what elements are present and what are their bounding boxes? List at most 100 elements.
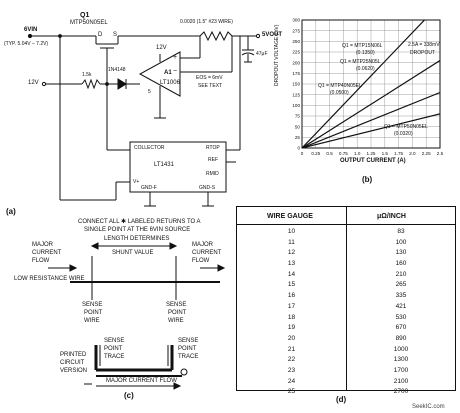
resistance-cell: 100 [395,238,407,246]
resistance-cell: 160 [395,260,407,268]
amp-plus: + [173,54,178,61]
gauge-cell: 23 [287,366,296,374]
annot-15n06l: Q1 = MTP15N06L [342,43,383,49]
major-flow-right-3: FLOW [192,258,210,264]
table-row: 14 210 [237,271,455,282]
y-tick-label: 25 [295,135,301,140]
series-line [302,91,440,148]
plot-frame [301,19,441,149]
gauge-cell: 19 [287,324,296,332]
ref-label: REF [208,157,218,163]
y-tick-label: 100 [292,103,300,108]
table-row: 11 100 [237,239,455,250]
gndf-label: GND-F [141,185,157,191]
rtop-label: RTOP [206,145,220,151]
annot-40n05el-ohm: (0.0500) [330,90,349,96]
table-row: 17 421 [237,303,455,314]
gauge-cell: 12 [287,249,296,257]
collector-label: COLLECTOR [134,145,165,151]
return-note-1: CONNECT ALL ✱ LABELED RETURNS TO A [78,219,201,225]
gauge-cell: 13 [287,260,296,268]
pcb-label-2: CIRCUIT [60,360,85,366]
gauge-cell: 18 [287,313,296,321]
q1-part: MTP50N05EL [70,20,108,26]
y-tick-label: 225 [292,50,300,55]
resistance-cell: 130 [395,249,407,257]
series-line [302,20,426,148]
trace-left-2: POINT [104,346,123,352]
sense-right-1: SENSE [166,302,187,308]
chart-xlabel: OUTPUT CURRENT (A) [340,158,406,164]
vplus-label: V+ [133,179,140,185]
major-flow-right-2: CURRENT [192,250,222,256]
resistance-cell: 210 [395,270,407,278]
resistance-cell: 530 [395,313,407,321]
y-tick-label: 50 [295,124,301,129]
gauge-cell: 17 [287,302,296,310]
annot-dropout: DROPOUT [410,50,435,56]
panel-d-label: (d) [336,395,347,404]
gauge-cell: 11 [288,238,295,246]
annot-50n05el: Q1 = MTP50N05EL [384,124,428,130]
table-column-rule [346,207,347,390]
y-tick-label: 125 [292,92,300,97]
table-row: 16 335 [237,292,455,303]
x-tick-label: 2.0 [409,151,416,156]
gnds-label: GND-S [199,185,216,191]
pcb-label-1: PRINTED [60,352,87,358]
vout-label: 5VOUT [262,32,283,38]
gate-12v: 12V [28,80,39,86]
trace-right-2: POINT [178,346,197,352]
header-wire-gauge: WIRE GAUGE [267,213,313,220]
resistance-cell: 335 [395,292,407,300]
major-flow-left-2: CURRENT [32,250,62,256]
resistance-cell: 2700 [393,388,409,396]
diode-label: 1N4148 [108,67,126,73]
major-flow-left-1: MAJOR [32,242,53,248]
amp-supply-12v: 12V [156,45,167,51]
gauge-cell: 16 [287,292,296,300]
x-tick-label: 0 [301,151,304,156]
vin-range: (TYP. 5.04V – 7.2V) [4,41,49,47]
length-note-1: LENGTH DETERMINES [104,236,170,242]
y-tick-label: 275 [292,28,300,33]
resistance-cell: 1000 [393,345,409,353]
cap-label: 47μF [256,51,268,57]
sense-right-3: WIRE [168,318,184,324]
sense-right-2: POINT [168,310,187,316]
trace-left-3: TRACE [104,354,125,360]
annot-15n06l-ohm: (0.1350) [356,50,375,56]
amp-minus: − [173,68,178,75]
resistance-cell: 421 [395,302,407,310]
panel-b-label: (b) [362,175,373,184]
x-tick-label: 0.25 [311,151,320,156]
resistance-cell: 1300 [393,356,409,364]
length-note-2: SHUNT VALUE [112,250,154,256]
y-tick-label: 150 [292,82,300,87]
eos-label: EOS = 6mV [196,75,223,81]
trace-right-3: TRACE [178,354,199,360]
x-tick-label: 0.5 [326,151,333,156]
table-row: 18 530 [237,314,455,325]
resistance-cell: 265 [395,281,407,289]
see-text-label: SEE TEXT [198,83,223,89]
amp-pin-5: 5 [148,89,151,95]
major-flow-right-1: MAJOR [192,242,213,248]
low-resistance-label: LOW RESISTANCE WIRE [14,276,85,282]
table-row: 12 130 [237,249,455,260]
gauge-cell: 14 [287,270,296,278]
x-tick-label: 1.0 [354,151,361,156]
gauge-cell: 20 [287,334,296,342]
shunt-label: 0.0020 (1.5" #23 WIRE) [180,19,233,25]
